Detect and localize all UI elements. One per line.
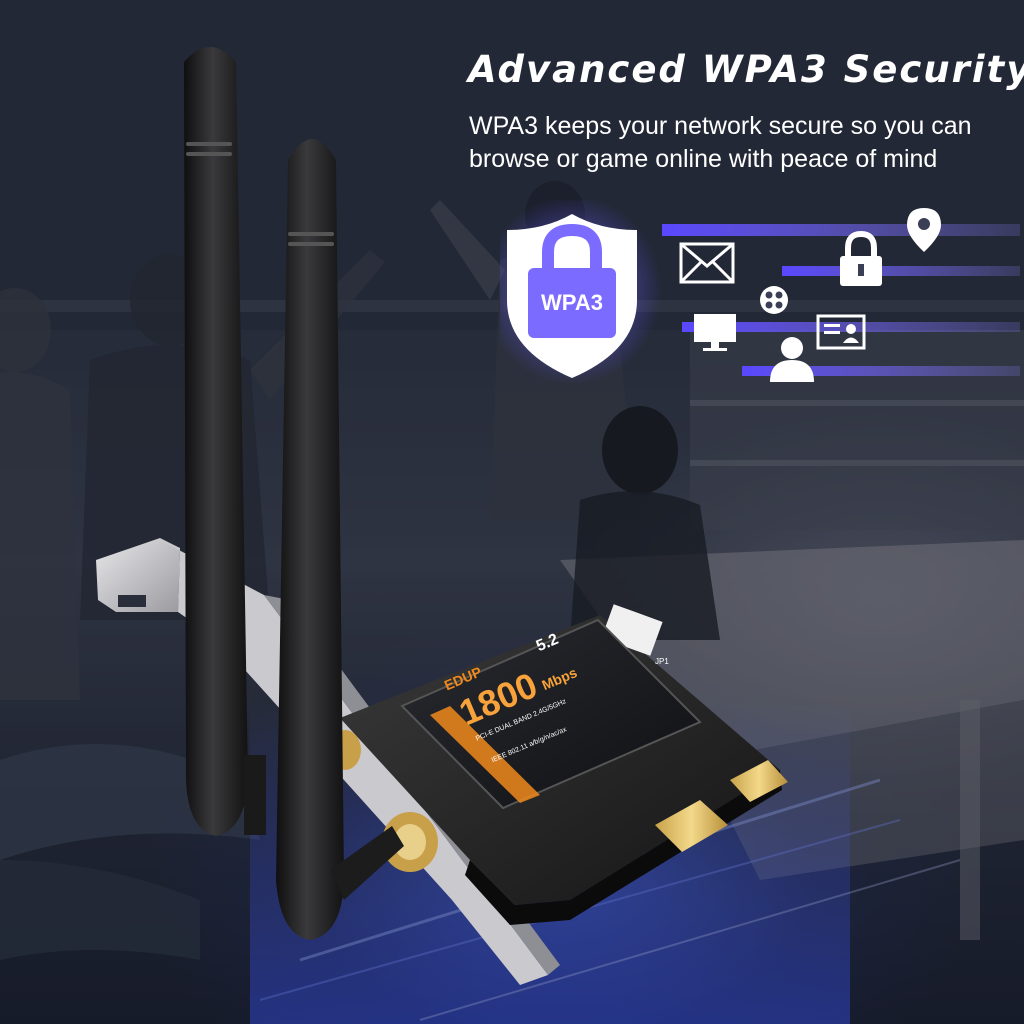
film-reel-icon: [760, 286, 788, 314]
headline: Advanced WPA3 Security: [468, 48, 1024, 91]
antenna-body: [184, 47, 248, 836]
label-sticker: [400, 618, 702, 810]
gold-fingers: [730, 760, 788, 802]
person-legs: [0, 860, 200, 960]
network-bar: [782, 266, 1020, 276]
pcb-edge: [465, 770, 782, 925]
id-card-icon: [816, 314, 866, 350]
person-head: [0, 288, 51, 372]
antenna-ring: [186, 142, 232, 146]
lock-shackle: [542, 223, 602, 270]
person-body: [570, 491, 720, 640]
antenna-right: [276, 139, 404, 940]
antenna-ring: [288, 242, 334, 246]
person-body: [0, 372, 80, 700]
subtext: WPA3 keeps your network secure so you ca…: [469, 112, 972, 173]
person-arm: [430, 200, 505, 300]
mail-icon: [679, 242, 735, 284]
shelf-line: [690, 460, 1024, 466]
person-head: [602, 406, 678, 494]
bracket-slot: [118, 595, 146, 607]
user-icon: [770, 337, 814, 382]
network-bar: [742, 366, 1020, 376]
label-accent: [430, 706, 540, 803]
antenna-hinge: [330, 826, 404, 900]
antenna-ring: [186, 152, 232, 156]
connector-label: JP1: [655, 657, 669, 666]
wpa3-shield-badge: WPA3: [500, 200, 662, 385]
antenna-left: [184, 47, 266, 836]
lock-body: [528, 268, 616, 338]
bracket-top: [96, 538, 180, 612]
location-pin-icon: [907, 208, 941, 252]
antenna-body: [276, 139, 344, 940]
monitor-icon: [694, 314, 736, 351]
antenna-base: [244, 755, 266, 835]
badge-label: WPA3: [541, 290, 603, 315]
antenna-ring: [288, 232, 334, 236]
desk-leg: [960, 700, 980, 940]
card-label: EDUP 5.2 1800 Mbps PCI-E DUAL BAND 2.4G/…: [400, 618, 702, 810]
shelf-line: [690, 400, 1024, 406]
shelf-unit: [690, 330, 1024, 530]
light-streak: [419, 859, 961, 1021]
security-graphic: WPA3: [500, 200, 1020, 385]
gold-fingers: [655, 800, 728, 852]
padlock-icon: [840, 230, 882, 286]
